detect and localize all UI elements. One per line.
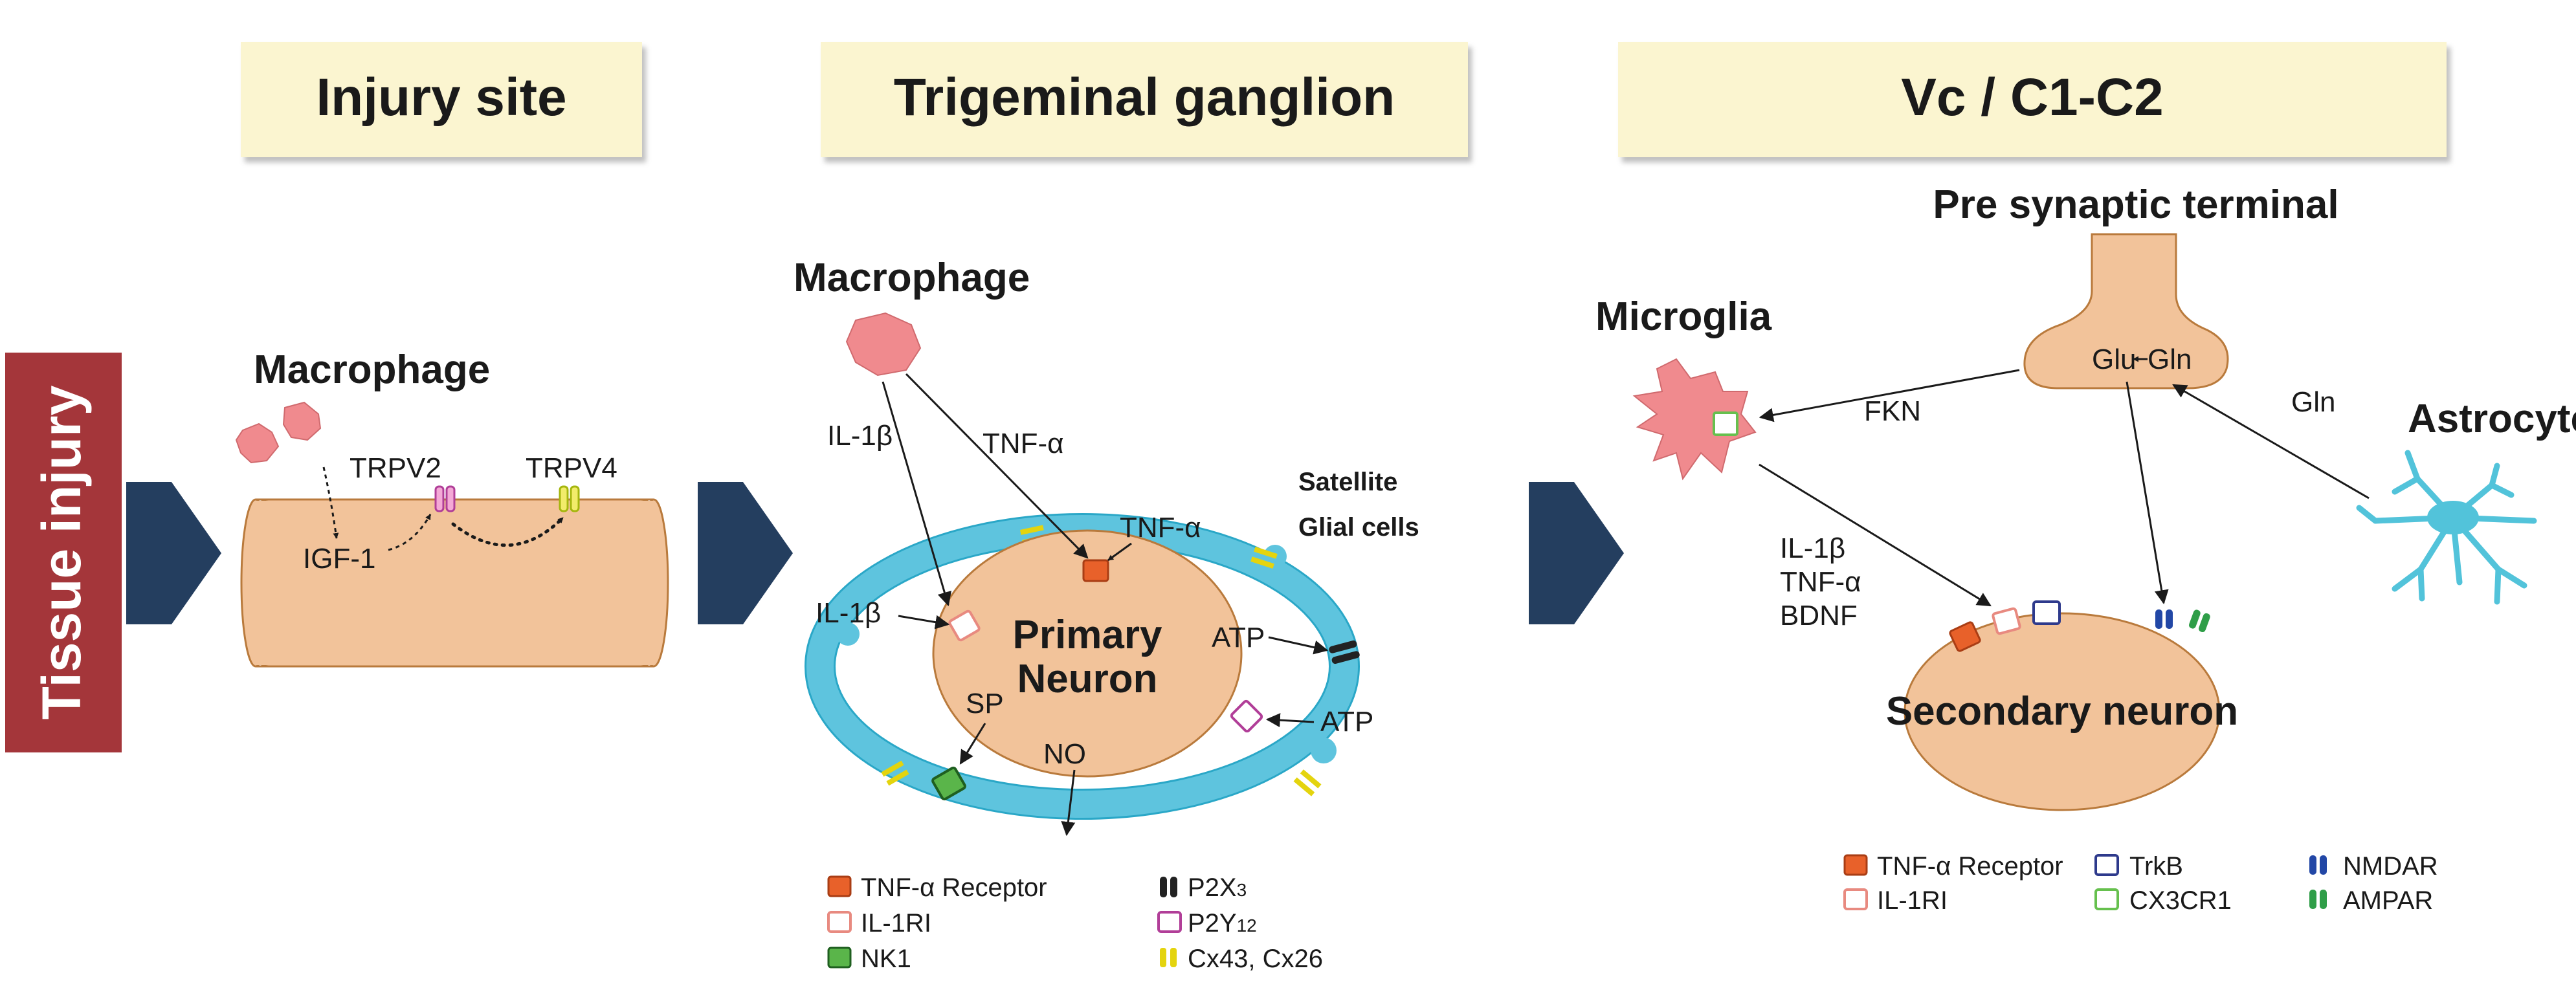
vc-legend-nmdar-swatch — [2309, 855, 2327, 875]
vc-tnfa-label: TNF-α — [1780, 566, 1861, 598]
tg-tnfa-inner-label: TNF-α — [1120, 512, 1201, 543]
legend-nk1-label: NK1 — [861, 945, 911, 973]
legend-connexin-label: Cx43, Cx26 — [1188, 945, 1323, 973]
header-vc-text: Vc / C1-C2 — [1901, 68, 2164, 127]
vc-ampar-icon — [2188, 609, 2210, 633]
trigeminal-panel: Macrophage Primary Neuron IL-1β — [794, 256, 1419, 973]
vc-legend-il1ri-swatch — [1843, 888, 1868, 910]
tissue-injury-bar: Tissue injury — [5, 353, 122, 752]
vc-bdnf-label: BDNF — [1780, 600, 1858, 631]
vc-legend-trkb-label: TrkB — [2129, 852, 2183, 881]
vc-legend-tnf-label: TNF-α Receptor — [1877, 852, 2063, 881]
vc-legend-nmdar-label: NMDAR — [2343, 852, 2438, 881]
igf1-to-trpv2-arrow — [388, 514, 432, 551]
legend-p2x3-swatch — [1160, 877, 1177, 897]
microglia-cell — [1632, 358, 1757, 481]
tg-p2y12-icon — [1230, 699, 1263, 733]
primary-neuron-label-1: Primary — [1013, 613, 1162, 657]
trpv2-channel-icon — [434, 485, 456, 512]
vc-trkb-icon — [2032, 600, 2061, 625]
tg-legend: TNF-α Receptor IL-1RI NK1 P2X3 P2Y12 Cx4… — [827, 873, 1323, 973]
macrophage-il1b-arrow — [882, 381, 951, 607]
tg-il1b-top-label: IL-1β — [827, 420, 893, 452]
primary-neuron — [932, 529, 1243, 778]
macrophage-to-igf1-arrow — [322, 466, 339, 539]
flow-arrow-3 — [1529, 482, 1624, 624]
vc-legend-trkb-swatch — [2094, 854, 2119, 876]
trpv2-label: TRPV2 — [350, 452, 441, 484]
header-injury-site-text: Injury site — [316, 68, 566, 127]
legend-p2x3-label: P2X3 — [1188, 873, 1247, 902]
satellite-label-1: Satellite — [1298, 468, 1397, 496]
flow-arrow-2 — [698, 482, 793, 624]
legend-tnf-receptor-swatch — [827, 875, 852, 897]
header-injury-site: Injury site — [241, 42, 642, 157]
header-trigeminal: Trigeminal ganglion — [821, 42, 1468, 157]
gln-astro-label: Gln — [2291, 386, 2335, 418]
injury-macrophage-title: Macrophage — [254, 347, 490, 392]
vc-legend-ampar-swatch — [2309, 890, 2327, 909]
glu-label: Glu — [2092, 344, 2136, 375]
secondary-neuron-label: Secondary neuron — [1886, 689, 2238, 734]
microglia-title: Microglia — [1595, 294, 1772, 339]
tg-no-label: NO — [1043, 738, 1086, 770]
vc-il1b-label: IL-1β — [1780, 532, 1845, 564]
header-trigeminal-text: Trigeminal ganglion — [894, 68, 1395, 127]
secondary-neuron — [1904, 612, 2221, 811]
tg-sp-label: SP — [966, 688, 1004, 719]
injury-macrophage-cell-2 — [282, 401, 322, 441]
legend-p2y12-swatch — [1157, 911, 1182, 933]
injury-macrophage-cell-1 — [235, 422, 280, 464]
presynaptic-terminal — [2023, 233, 2229, 389]
glu-to-nmdar-arrow — [2126, 381, 2169, 605]
satellite-label-2: Glial cells — [1298, 513, 1419, 542]
primary-neuron-label-2: Neuron — [1017, 657, 1158, 701]
trpv4-label: TRPV4 — [526, 452, 617, 484]
presynaptic-title: Pre synaptic terminal — [1933, 182, 2338, 227]
flow-arrow-1 — [126, 482, 221, 624]
tg-macrophage-cell — [845, 312, 922, 377]
vc-legend-ampar-label: AMPAR — [2343, 886, 2433, 915]
vc-legend-cx3cr1-swatch — [2094, 888, 2119, 910]
vc-il1ri-icon — [1992, 607, 2021, 635]
trpv4-channel-icon — [559, 485, 580, 512]
legend-connexin-swatch — [1160, 948, 1177, 967]
astrocyte-title: Astrocyte — [2408, 397, 2576, 441]
tissue-injury-label: Tissue injury — [31, 385, 92, 719]
tg-tnfa-top-label: TNF-α — [983, 428, 1064, 459]
fkn-arrow — [1759, 369, 2020, 422]
tg-macrophage-title: Macrophage — [794, 256, 1030, 300]
fkn-label: FKN — [1864, 395, 1921, 427]
igf1-label: IGF-1 — [303, 543, 375, 575]
tg-il1b-left-label: IL-1β — [816, 597, 881, 629]
vc-tnf-receptor-icon — [1949, 621, 1981, 652]
tg-il1ri-icon — [948, 609, 981, 642]
trpv2-to-trpv4-arrow — [451, 516, 565, 547]
legend-p2y12-label: P2Y12 — [1188, 909, 1257, 937]
tg-p2x3-icon — [1329, 640, 1360, 664]
vc-nmdar-icon — [2155, 609, 2173, 629]
tg-nk1-icon — [931, 766, 966, 801]
tg-atp-1-label: ATP — [1212, 622, 1265, 653]
injury-site-panel: Macrophage TRPV2 TRPV4 IGF-1 — [235, 347, 669, 668]
vc-legend-tnf-swatch — [1843, 854, 1868, 876]
legend-il1ri-label: IL-1RI — [861, 909, 931, 937]
vc-panel: Pre synaptic terminal Glu Gln Microglia … — [1595, 182, 2576, 915]
microglia-cx3cr1-icon — [1713, 411, 1738, 436]
vc-legend-cx3cr1-label: CX3CR1 — [2129, 886, 2232, 915]
macrophage-tnfa-arrow — [905, 373, 1089, 559]
tg-atp-2-label: ATP — [1320, 706, 1373, 738]
tg-tnf-receptor-icon — [1082, 559, 1109, 582]
gln-inner-label: Gln — [2148, 344, 2192, 375]
legend-tnf-receptor-label: TNF-α Receptor — [861, 873, 1047, 902]
header-vc: Vc / C1-C2 — [1618, 42, 2447, 157]
microglia-to-neuron-arrow — [1759, 463, 1992, 607]
vc-legend: TNF-α Receptor IL-1RI TrkB CX3CR1 NMDAR … — [1843, 852, 2438, 915]
legend-nk1-swatch — [827, 947, 852, 969]
astrocyte-gln-arrow — [2172, 384, 2370, 499]
legend-il1ri-swatch — [827, 911, 852, 933]
vc-legend-il1ri-label: IL-1RI — [1877, 886, 1948, 915]
